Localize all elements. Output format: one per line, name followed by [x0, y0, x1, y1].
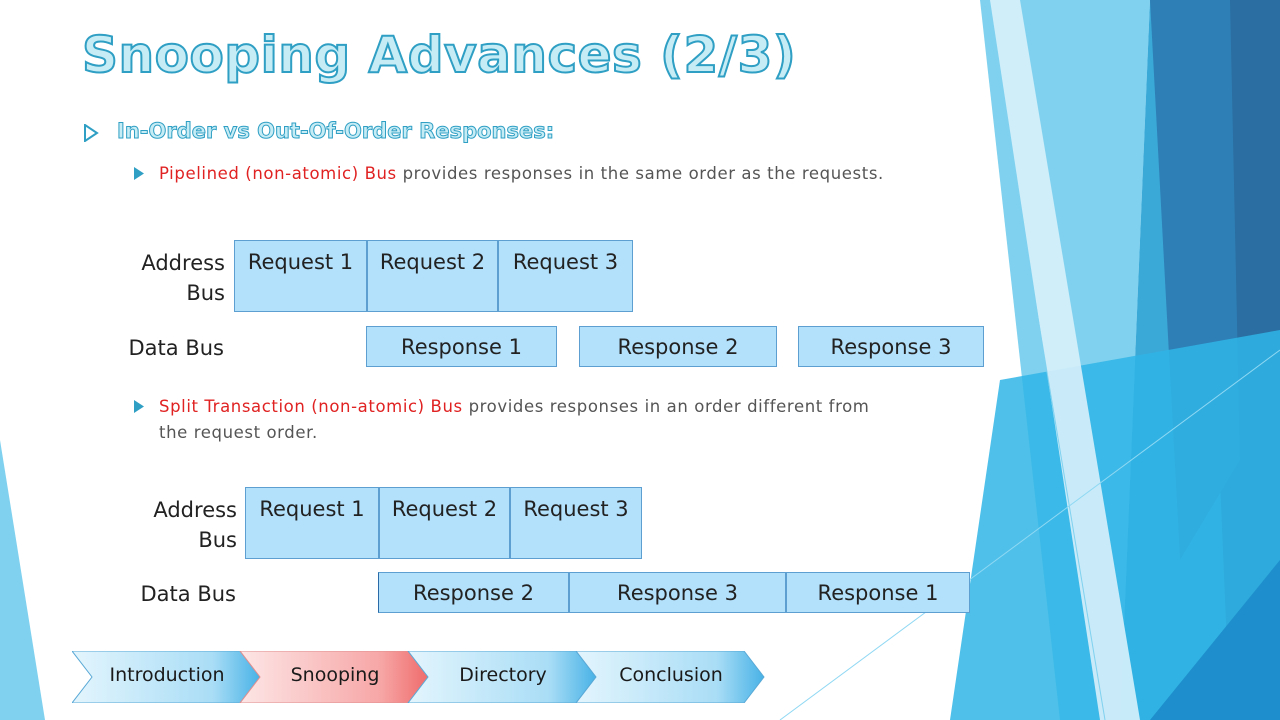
bullet-pipelined: Pipelined (non-atomic) Bus provides resp…: [159, 161, 884, 187]
request-cell: Request 1: [245, 487, 379, 559]
bullet-arrow-icon: [134, 400, 144, 413]
request-cell: Request 3: [510, 487, 642, 559]
response-cell: Response 2: [579, 326, 777, 367]
response-cell: Response 1: [366, 326, 557, 367]
response-cell: Response 2: [378, 572, 569, 613]
address-label-line2: Bus: [186, 281, 225, 305]
request-cell: Request 3: [498, 240, 633, 312]
data-bus-label: Data Bus: [128, 336, 224, 360]
bullet-highlight: Pipelined (non-atomic) Bus: [159, 164, 397, 183]
address-label-line1: Address: [141, 251, 225, 275]
bullet-split: Split Transaction (non-atomic) Bus provi…: [159, 394, 869, 446]
bullet-highlight: Split Transaction (non-atomic) Bus: [159, 397, 463, 416]
nav-chevron-directory[interactable]: [407, 651, 597, 703]
response-cell: Response 1: [786, 572, 970, 613]
nav-chevron-introduction[interactable]: [72, 651, 261, 703]
nav-item-introduction[interactable]: Introduction: [109, 664, 225, 686]
nav-chevrons: [72, 651, 765, 703]
address-bus-label: Address Bus: [110, 248, 225, 308]
response-cell: Response 3: [798, 326, 984, 367]
nav-item-directory[interactable]: Directory: [459, 664, 547, 686]
nav-item-snooping[interactable]: Snooping: [290, 664, 380, 686]
section-heading: In-Order vs Out-Of-Order Responses:: [116, 119, 555, 144]
address-bus-label: Address Bus: [122, 495, 237, 555]
section-nav: [72, 651, 772, 703]
bullet-text: provides responses in an order different…: [462, 397, 870, 416]
address-label-line2: Bus: [198, 528, 237, 552]
request-cell: Request 1: [234, 240, 367, 312]
address-label-line1: Address: [153, 498, 237, 522]
nav-chevron-snooping[interactable]: [239, 651, 429, 703]
bullet-arrow-icon: [84, 124, 99, 142]
bullet-text: provides responses in the same order as …: [396, 164, 884, 183]
nav-chevron-conclusion[interactable]: [575, 651, 765, 703]
nav-item-conclusion[interactable]: Conclusion: [619, 664, 723, 686]
bullet-arrow-icon: [134, 167, 144, 180]
bullet-text-line2: the request order.: [159, 423, 318, 442]
data-bus-label: Data Bus: [140, 582, 236, 606]
slide-title: Snooping Advances (2/3): [81, 25, 797, 85]
request-cell: Request 2: [379, 487, 510, 559]
response-cell: Response 3: [569, 572, 786, 613]
request-cell: Request 2: [367, 240, 498, 312]
